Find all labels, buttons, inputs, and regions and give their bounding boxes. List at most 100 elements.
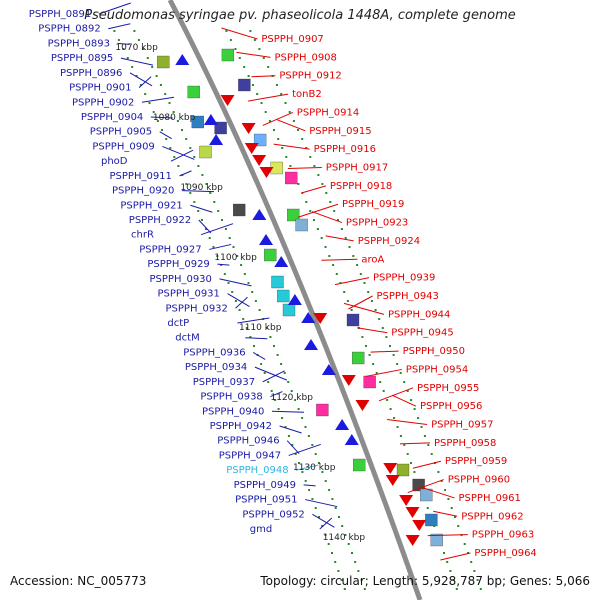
tick-dot — [389, 408, 392, 410]
tick-dot — [324, 246, 327, 248]
tick-dot — [350, 309, 353, 311]
gene-label[interactable]: aroA — [361, 254, 384, 265]
gene-label[interactable]: PSPPH_0932 — [166, 303, 228, 314]
gene-label[interactable]: PSPPH_0961 — [459, 493, 521, 504]
leader-line — [141, 96, 175, 103]
gene-label[interactable]: PSPPH_0937 — [193, 377, 255, 388]
gene-label[interactable]: chrR — [131, 230, 154, 241]
gene-label[interactable]: PSPPH_0916 — [314, 144, 376, 155]
gene-label[interactable]: PSPPH_0956 — [420, 401, 482, 412]
gene-label[interactable]: PSPPH_0950 — [403, 346, 465, 357]
tick-dot — [313, 165, 316, 167]
gene-label[interactable]: PSPPH_0917 — [326, 163, 388, 174]
gene-label[interactable]: PSPPH_0904 — [81, 112, 143, 123]
gene-label[interactable]: PSPPH_0938 — [200, 392, 262, 403]
gene-label[interactable]: PSPPH_0905 — [90, 127, 152, 138]
gene-label[interactable]: PSPPH_0944 — [388, 309, 450, 320]
gene-label[interactable]: PSPPH_0955 — [417, 383, 479, 394]
leader-line — [262, 370, 285, 383]
kbp-label: 1100 kbp — [214, 253, 257, 263]
gene-label-highlighted[interactable]: PSPPH_0948 — [226, 465, 288, 476]
gene-label[interactable]: PSPPH_0912 — [279, 71, 341, 82]
gene-label[interactable]: PSPPH_0896 — [60, 68, 122, 79]
gene-label[interactable]: PSPPH_0908 — [275, 52, 337, 63]
gene-label[interactable]: tonB2 — [292, 89, 322, 100]
gene-label[interactable]: dctP — [167, 318, 189, 329]
gene-label[interactable]: PSPPH_0945 — [391, 328, 453, 339]
gene-label[interactable]: PSPPH_0952 — [242, 509, 304, 520]
tick-dot — [450, 507, 453, 509]
tick-dot — [268, 120, 271, 122]
gene-label[interactable]: PSPPH_0957 — [431, 420, 493, 431]
gene-label[interactable]: PSPPH_0929 — [147, 259, 209, 270]
tick-dot — [321, 525, 324, 527]
gene-label[interactable]: PSPPH_0891 — [29, 9, 91, 20]
gene-block — [277, 289, 290, 303]
gene-label[interactable]: PSPPH_0931 — [158, 289, 220, 300]
gene-label[interactable]: PSPPH_0919 — [342, 199, 404, 210]
gene-label[interactable]: PSPPH_0923 — [346, 218, 408, 229]
gene-label[interactable]: PSPPH_0954 — [406, 364, 468, 375]
gene-label[interactable]: PSPPH_0892 — [38, 24, 100, 35]
gene-label[interactable]: PSPPH_0960 — [448, 475, 510, 486]
gene-label[interactable]: PSPPH_0959 — [445, 456, 507, 467]
leader-line — [303, 484, 316, 487]
gene-label[interactable]: PSPPH_0895 — [51, 53, 113, 64]
gene-label[interactable]: PSPPH_0901 — [69, 83, 131, 94]
gene-label[interactable]: gmd — [250, 524, 272, 535]
gene-label[interactable]: PSPPH_0909 — [92, 141, 154, 152]
gene-label[interactable]: PSPPH_0930 — [150, 274, 212, 285]
gene-label[interactable]: PSPPH_0911 — [110, 171, 172, 182]
gene-label[interactable]: PSPPH_0939 — [373, 273, 435, 284]
gene-label[interactable]: PSPPH_0907 — [261, 34, 323, 45]
gene-label[interactable]: PSPPH_0902 — [72, 97, 134, 108]
tick-dot — [420, 426, 423, 428]
gene-label[interactable]: PSPPH_0918 — [330, 181, 392, 192]
leader-line — [98, 2, 131, 15]
gene-label[interactable]: PSPPH_0958 — [434, 438, 496, 449]
gene-label[interactable]: PSPPH_0964 — [474, 548, 536, 559]
leader-line — [236, 51, 271, 58]
leader-line — [391, 394, 417, 407]
tick-dot — [457, 525, 460, 527]
tick-dot — [446, 561, 449, 563]
leader-line — [209, 243, 232, 250]
gene-label[interactable]: PSPPH_0942 — [210, 421, 272, 432]
gene-label[interactable]: phoD — [101, 156, 128, 167]
gene-label[interactable]: PSPPH_0921 — [120, 200, 182, 211]
leader-line — [378, 387, 414, 402]
gene-label[interactable]: PSPPH_0936 — [183, 347, 245, 358]
leader-line — [407, 479, 444, 494]
tick-dot — [290, 390, 293, 392]
gene-label[interactable]: dctM — [175, 333, 199, 344]
tick-dot — [225, 30, 228, 32]
gene-label[interactable]: PSPPH_0946 — [217, 436, 279, 447]
tick-dot — [337, 570, 340, 572]
gene-label[interactable]: PSPPH_0947 — [219, 450, 281, 461]
gene-label[interactable]: PSPPH_0915 — [309, 126, 371, 137]
tick-dot — [146, 57, 149, 59]
gene-label[interactable]: PSPPH_0924 — [358, 236, 420, 247]
tick-dot — [328, 255, 331, 257]
tick-dot — [403, 381, 406, 383]
tick-dot — [375, 372, 378, 374]
gene-labels[interactable]: PSPPH_0891PSPPH_0892PSPPH_0893PSPPH_0895… — [29, 9, 537, 559]
tick-dot — [256, 93, 259, 95]
gene-label[interactable]: PSPPH_0920 — [112, 186, 174, 197]
gene-label[interactable]: PSPPH_0914 — [297, 107, 359, 118]
gene-label[interactable]: PSPPH_0949 — [234, 480, 296, 491]
gene-label[interactable]: PSPPH_0943 — [377, 291, 439, 302]
gene-label[interactable]: PSPPH_0962 — [461, 511, 523, 522]
gene-label[interactable]: PSPPH_0963 — [472, 530, 534, 541]
gene-label[interactable]: PSPPH_0951 — [235, 495, 297, 506]
leader-line — [420, 486, 455, 499]
gene-label[interactable]: PSPPH_0922 — [129, 215, 191, 226]
gene-label[interactable]: PSPPH_0927 — [139, 244, 201, 255]
gene-block — [353, 458, 366, 472]
gene-label[interactable]: PSPPH_0934 — [185, 362, 247, 373]
tick-dot — [413, 408, 416, 410]
gene-label[interactable]: PSPPH_0893 — [48, 38, 110, 49]
accession-text: Accession: NC_005773 — [10, 574, 147, 588]
gene-label[interactable]: PSPPH_0940 — [202, 406, 264, 417]
